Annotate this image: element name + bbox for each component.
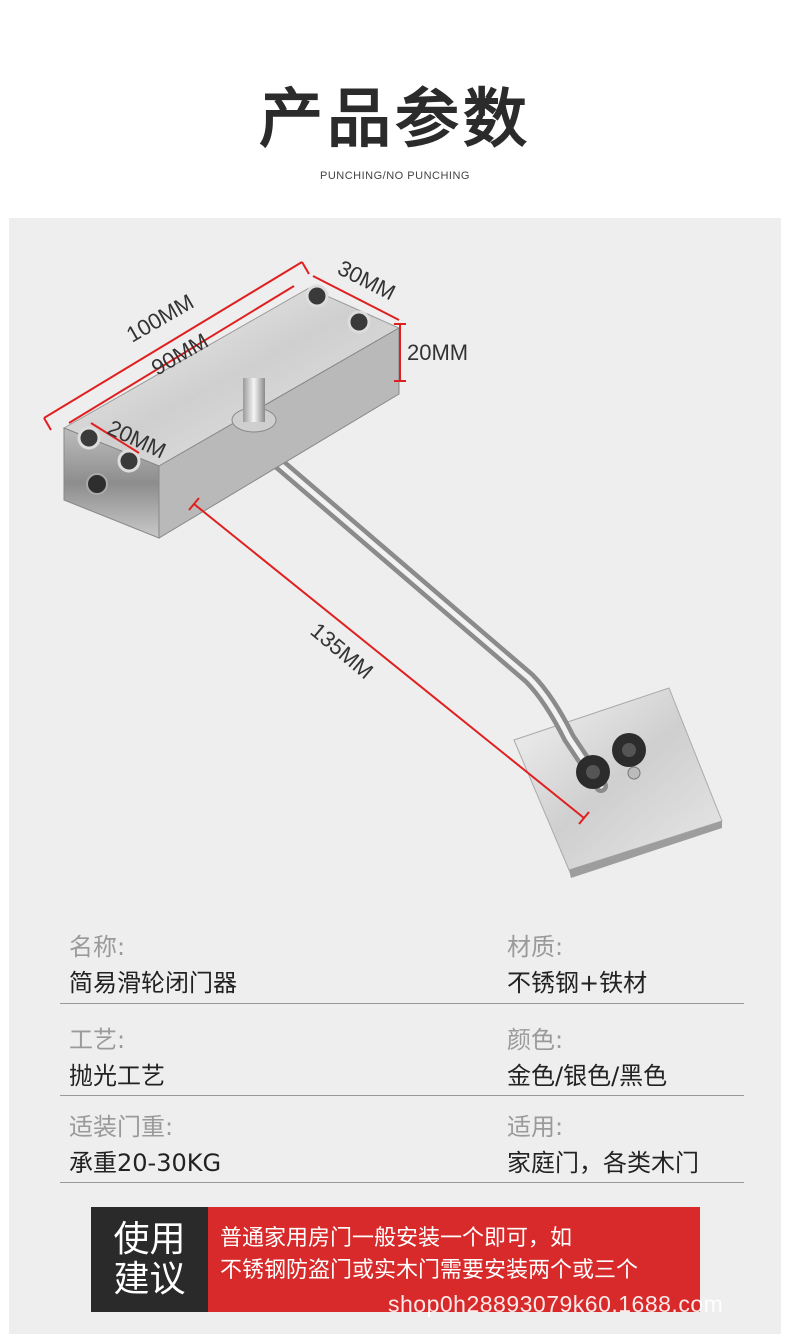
param-craft: 工艺: 抛光工艺 <box>69 1025 165 1091</box>
param-applicable: 适用: 家庭门，各类木门 <box>507 1112 699 1178</box>
mounting-plate <box>513 687 723 871</box>
param-craft-value: 抛光工艺 <box>69 1062 165 1090</box>
product-panel: 100MM 90MM 30MM 20MM 20MM 135MM <box>9 218 781 1334</box>
param-material-label: 材质: <box>507 933 564 961</box>
param-color: 颜色: 金色/银色/黑色 <box>507 1025 667 1091</box>
param-material: 材质: 不锈钢+铁材 <box>507 932 647 998</box>
usage-recommendation: 使用建议 普通家用房门一般安装一个即可，如 不锈钢防盗门或实木门需要安装两个或三… <box>91 1207 700 1312</box>
param-applicable-label: 适用: <box>507 1113 564 1141</box>
dim-line-135 <box>193 503 585 819</box>
param-craft-label: 工艺: <box>69 1026 126 1054</box>
param-color-value: 金色/银色/黑色 <box>507 1062 668 1090</box>
dim-line-20-holes <box>90 422 140 454</box>
usage-line-1: 普通家用房门一般安装一个即可，如 <box>220 1226 573 1251</box>
dim-label-135: 135MM <box>306 618 378 684</box>
divider <box>60 1182 744 1183</box>
usage-label-text: 使用建议 <box>113 1218 186 1300</box>
divider <box>60 1003 744 1004</box>
usage-text: 普通家用房门一般安装一个即可，如 不锈钢防盗门或实木门需要安装两个或三个 <box>208 1207 700 1312</box>
dim-line-90 <box>68 285 295 424</box>
param-material-value: 不锈钢+铁材 <box>507 969 648 997</box>
dim-label-30: 30MM <box>334 255 400 305</box>
param-door-weight-value: 承重20-30KG <box>69 1149 222 1177</box>
usage-label: 使用建议 <box>91 1207 208 1312</box>
page-title: 产品参数 <box>259 83 531 157</box>
dim-line-100 <box>43 261 303 419</box>
shop-watermark: shop0h28893079k60.1688.com <box>388 1291 724 1317</box>
param-door-weight: 适装门重: 承重20-30KG <box>69 1112 221 1178</box>
divider <box>60 1095 744 1096</box>
door-closer-illustration: 100MM 90MM 30MM 20MM 20MM 135MM <box>43 255 723 878</box>
param-color-label: 颜色: <box>507 1026 564 1054</box>
param-name-label: 名称: <box>69 933 126 961</box>
param-name: 名称: 简易滑轮闭门器 <box>69 932 237 998</box>
page-subtitle: PUNCHING/NO PUNCHING <box>320 170 470 182</box>
param-applicable-value: 家庭门，各类木门 <box>507 1149 699 1177</box>
usage-line-2: 不锈钢防盗门或实木门需要安装两个或三个 <box>220 1258 639 1283</box>
dim-line-30 <box>312 275 400 321</box>
param-door-weight-label: 适装门重: <box>69 1113 174 1141</box>
param-name-value: 简易滑轮闭门器 <box>69 969 237 997</box>
dim-label-20-height: 20MM <box>407 340 468 365</box>
